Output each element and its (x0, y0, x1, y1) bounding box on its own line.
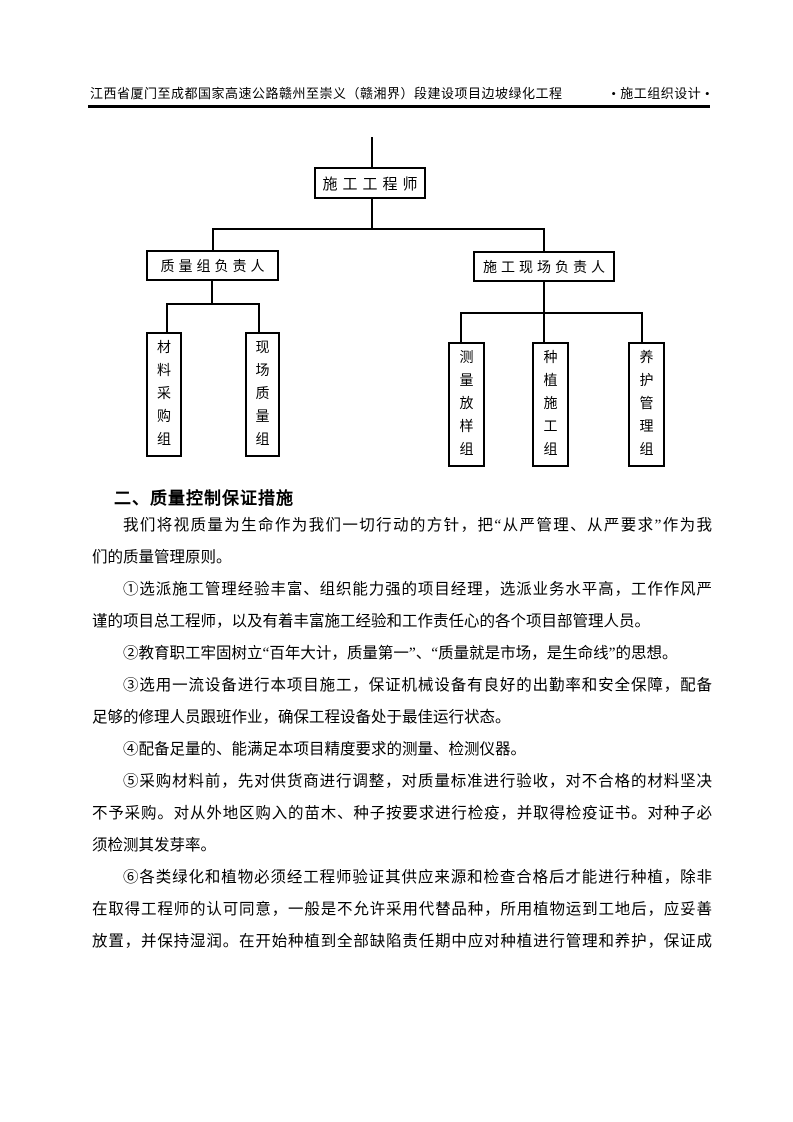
connector-line (212, 228, 214, 251)
paragraph: ②教育职工牢固树立“百年大计，质量第一”、“质量就是市场，是生命线”的思想。 (92, 638, 712, 670)
connector-line (543, 282, 545, 312)
chart-box-label: 材料采购组 (157, 341, 171, 448)
text-line: ⑤采购材料前，先对供货商进行调整，对质量标准进行验收，对不合格的材料坚决 (123, 773, 712, 790)
text-line: ①选派施工管理经验丰富、组织能力强的项目经理，选派业务水平高，工作作风严 (123, 581, 712, 598)
header-rule (88, 105, 710, 108)
org-chart: 施工工程师 质量组负责人 施工现场负责人 材料采购组 现场质量组 测量放样组 种… (0, 0, 793, 480)
chart-box-material-purchase-group: 材料采购组 (146, 332, 182, 457)
chart-box-label: 现场质量组 (255, 341, 270, 448)
text-line: 在取得工程师的认可同意，一般是不允许采用代替品种，所用植物运到工地后，应妥善 (92, 901, 712, 918)
text-line: 不予采购。对从外地区购入的苗木、种子按要求进行检疫，并取得检疫证书。对种子必 (92, 805, 712, 822)
text-line: 放置，并保持湿润。在开始种植到全部缺陷责任期中应对种植进行管理和养护，保证成 (92, 933, 712, 950)
connector-line (460, 312, 462, 342)
chart-box-label: 养护管理组 (639, 351, 654, 458)
chart-box-site-quality-group: 现场质量组 (245, 332, 280, 457)
connector-line (211, 281, 213, 303)
connector-line (460, 312, 643, 314)
text-line: 我们将视质量为生命作为我们一切行动的方针，把“从严管理、从严要求”作为我 (123, 517, 712, 534)
chart-box-quality-group-leader: 质量组负责人 (146, 250, 279, 281)
connector-line (166, 303, 260, 305)
body-text: 我们将视质量为生命作为我们一切行动的方针，把“从严管理、从严要求”作为我们的质量… (92, 510, 712, 958)
text-line: 谨的项目总工程师，以及有着丰富施工经验和工作责任心的各个项目部管理人员。 (92, 613, 651, 630)
text-line: ②教育职工牢固树立“百年大计，质量第一”、“质量就是市场，是生命线”的思想。 (123, 645, 678, 662)
header-doc-label: • 施工组织设计 • (611, 86, 710, 101)
connector-line (371, 199, 373, 228)
connector-line (543, 312, 545, 342)
connector-line (371, 137, 373, 167)
text-line: 们的质量管理原则。 (92, 549, 232, 566)
paragraph: ⑥各类绿化和植物必须经工程师验证其供应来源和检查合格后才能进行种植，除非在取得工… (92, 862, 712, 958)
connector-line (641, 312, 643, 342)
text-line: 须检测其发芽率。 (92, 837, 217, 854)
paragraph: ①选派施工管理经验丰富、组织能力强的项目经理，选派业务水平高，工作作风严谨的项目… (92, 574, 712, 638)
text-line: ⑥各类绿化和植物必须经工程师验证其供应来源和检查合格后才能进行种植，除非 (123, 869, 712, 886)
paragraph: ⑤采购材料前，先对供货商进行调整，对质量标准进行验收，对不合格的材料坚决不予采购… (92, 766, 712, 862)
header-project-title: 江西省厦门至成都国家高速公路赣州至崇义（赣湘界）段建设项目边坡绿化工程 (90, 86, 563, 101)
connector-line (166, 303, 168, 332)
text-line: ④配备足量的、能满足本项目精度要求的测量、检测仪器。 (123, 741, 527, 758)
chart-box-planting-group: 种植施工组 (532, 342, 569, 467)
chart-box-site-leader: 施工现场负责人 (473, 251, 615, 282)
text-line: 足够的修理人员跟班作业，确保工程设备处于最佳运行状态。 (92, 709, 511, 726)
chart-box-construction-engineer: 施工工程师 (314, 167, 426, 199)
connector-line (212, 228, 545, 230)
page-header: 江西省厦门至成都国家高速公路赣州至崇义（赣湘界）段建设项目边坡绿化工程 • 施工… (90, 83, 710, 102)
chart-box-label: 种植施工组 (543, 351, 558, 458)
paragraph: ③选用一流设备进行本项目施工，保证机械设备有良好的出勤率和安全保障，配备足够的修… (92, 670, 712, 734)
chart-box-label: 测量放样组 (459, 351, 474, 458)
chart-box-survey-layout-group: 测量放样组 (448, 342, 485, 467)
paragraph: ④配备足量的、能满足本项目精度要求的测量、检测仪器。 (92, 734, 712, 766)
text-line: ③选用一流设备进行本项目施工，保证机械设备有良好的出勤率和安全保障，配备 (123, 677, 712, 694)
chart-box-maintenance-group: 养护管理组 (628, 342, 665, 467)
section-heading: 二、质量控制保证措施 (114, 489, 294, 508)
connector-line (258, 303, 260, 332)
paragraph: 我们将视质量为生命作为我们一切行动的方针，把“从严管理、从严要求”作为我们的质量… (92, 510, 712, 574)
connector-line (543, 228, 545, 252)
